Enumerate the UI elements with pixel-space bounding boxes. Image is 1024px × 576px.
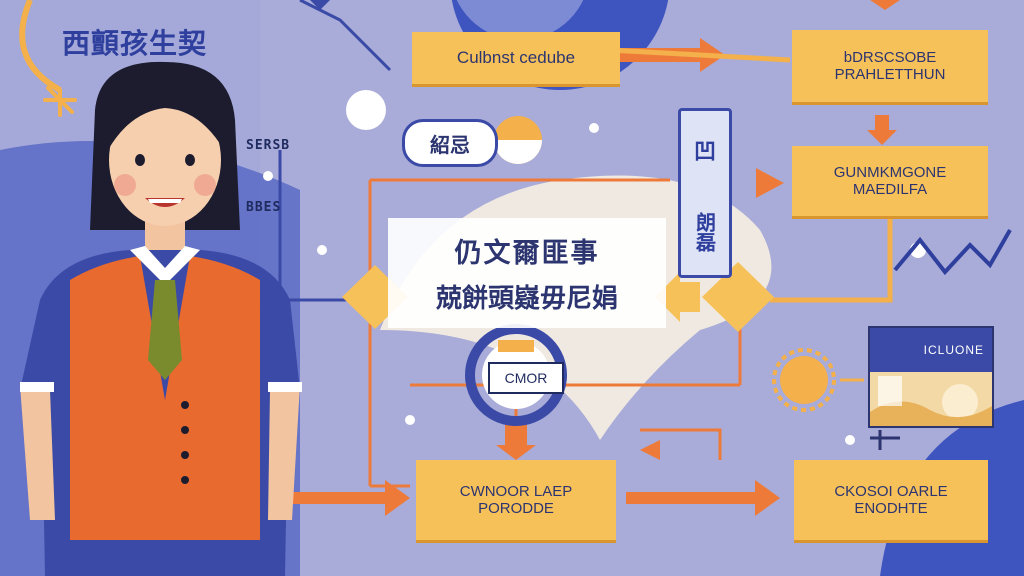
page-title: 西顫孩生契 xyxy=(62,27,208,60)
central-line-1: 仍文爾匪事 xyxy=(454,238,600,269)
info-card: ICLUONE xyxy=(868,326,994,428)
card-label: ICLUONE xyxy=(870,328,992,372)
gauge-label: CMOR xyxy=(488,362,564,394)
flow-box-text: MAEDILFA xyxy=(852,181,928,198)
flow-box-bottom-center: CWNOOR LAEP PORODDE xyxy=(416,460,616,540)
flow-box-text: PRAHLETTHUN xyxy=(834,66,946,83)
flow-box-text: ENODHTE xyxy=(854,500,928,517)
flow-box-text: CKOSOI OARLE xyxy=(834,482,948,500)
vertical-label-top: 凹 xyxy=(693,140,716,165)
central-panel: 仍文爾匪事 兢餅頭嶷毋尼娟 xyxy=(388,218,666,328)
flow-box-bottom-right: CKOSOI OARLE ENODHTE xyxy=(794,460,988,540)
flow-box-text: Culbnst cedube xyxy=(456,48,576,68)
flow-box-top-center: Culbnst cedube xyxy=(412,32,620,84)
pill-label: 紹忌 xyxy=(402,119,498,167)
person-illustration xyxy=(20,61,302,576)
flow-box-top-right: bDRSCSOBE PRAHLETTHUN xyxy=(792,30,988,102)
vertical-label-bottom: 朗磊 xyxy=(692,212,717,252)
side-label-1: SERSB xyxy=(246,138,291,153)
flow-box-mid-right: GUNMKMGONE MAEDILFA xyxy=(792,146,988,216)
flow-box-text: PORODDE xyxy=(478,500,554,517)
central-line-2: 兢餅頭嶷毋尼娟 xyxy=(435,284,618,314)
side-label-2: BBES xyxy=(246,200,282,215)
card-illustration xyxy=(870,372,992,426)
flow-box-text: GUNMKMGONE xyxy=(833,163,947,181)
vertical-label: 凹 朗磊 xyxy=(678,108,732,278)
flow-box-text: bDRSCSOBE xyxy=(843,48,937,66)
flow-box-text: CWNOOR LAEP xyxy=(459,482,573,500)
